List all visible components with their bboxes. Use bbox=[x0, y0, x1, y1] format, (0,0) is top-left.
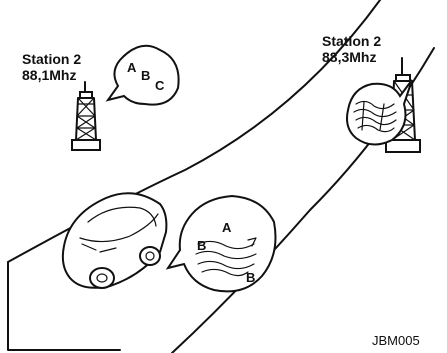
car-letter-b-left: B bbox=[197, 238, 206, 253]
car-letter-a: A bbox=[222, 220, 232, 235]
signal-bubble-right bbox=[347, 80, 412, 145]
station-left-frequency: 88,1Mhz bbox=[22, 67, 76, 83]
station-left-name: Station 2 bbox=[22, 51, 81, 67]
signal-letter-c: C bbox=[155, 78, 165, 93]
car-icon bbox=[63, 193, 167, 288]
signal-bubble-left: A B C bbox=[108, 46, 179, 105]
figure-code: JBM005 bbox=[372, 333, 420, 348]
station-right-name: Station 2 bbox=[322, 33, 381, 49]
signal-bubble-car: A B B bbox=[168, 196, 276, 291]
signal-letter-a: A bbox=[127, 60, 137, 75]
tower-left-icon bbox=[72, 82, 100, 150]
station-right-frequency: 88,3Mhz bbox=[322, 49, 376, 65]
signal-letter-b: B bbox=[141, 68, 150, 83]
